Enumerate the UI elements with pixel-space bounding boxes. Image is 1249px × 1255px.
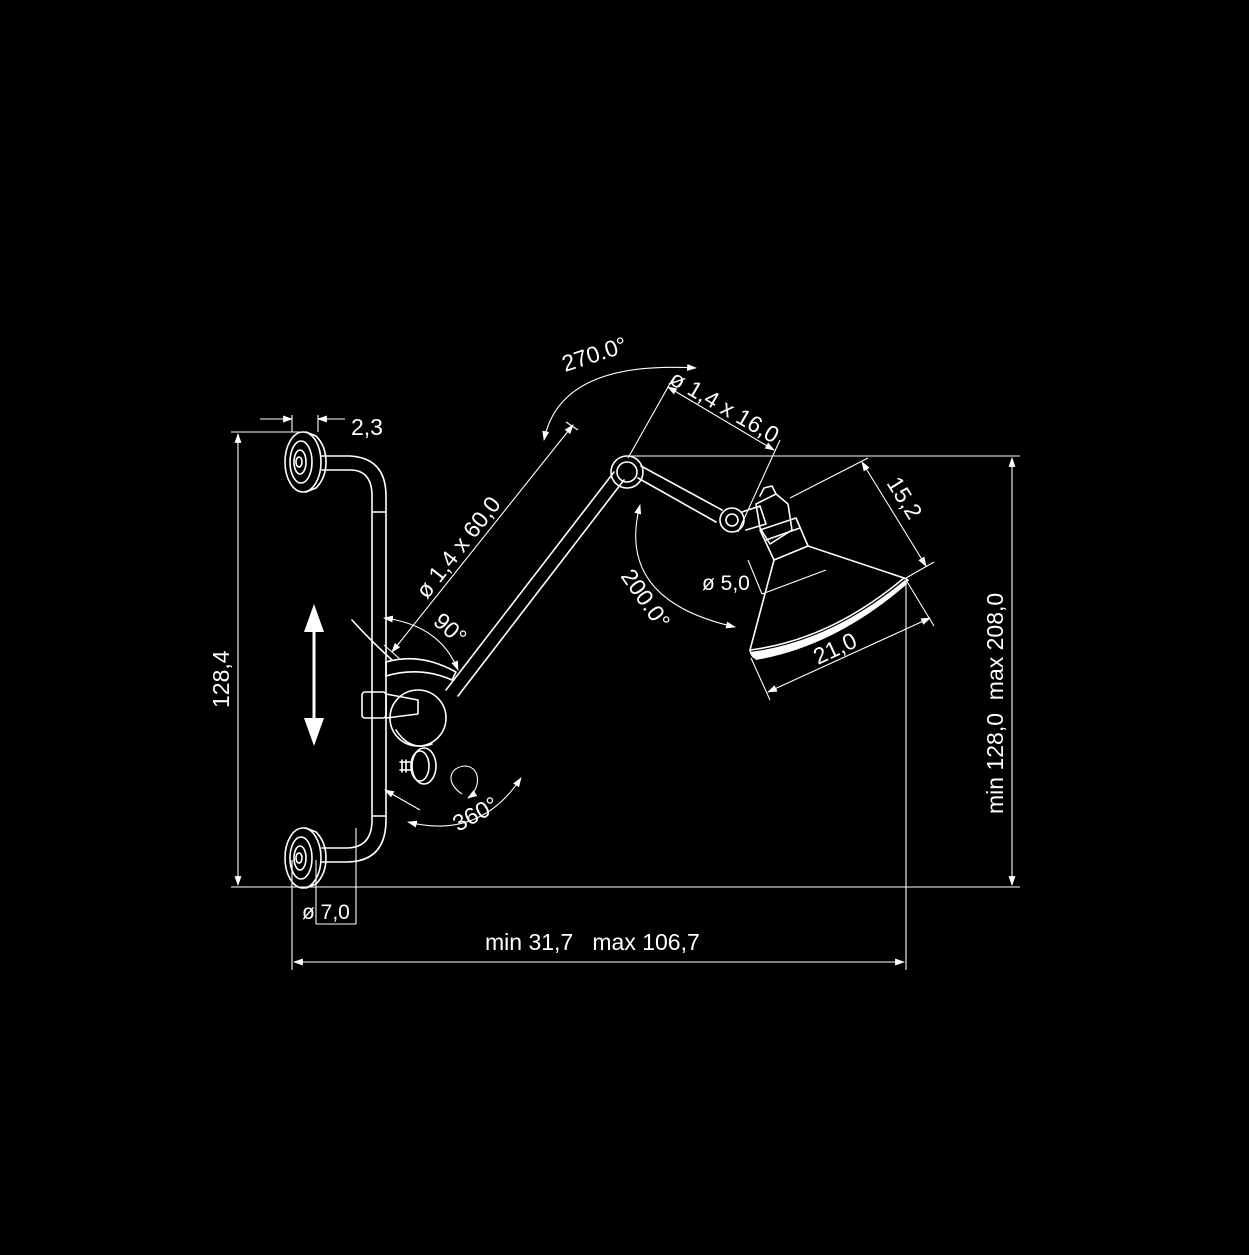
shade-height-label: 15,2	[882, 472, 928, 524]
rail-clamp	[351, 619, 457, 747]
socket-diameter-label: ø 5,0	[702, 572, 750, 595]
total-height-label: 128,4	[208, 650, 234, 708]
top-wall-mount	[284, 431, 327, 493]
lower-arm	[445, 471, 625, 697]
upper-arm	[637, 465, 723, 523]
adjustment-knob	[399, 747, 437, 785]
shade-width-label: 21,0	[809, 627, 861, 669]
width-range-label: min 31,7 max 106,7	[485, 929, 700, 955]
top-joint	[610, 455, 644, 489]
arm-tilt-angle-label: 90°	[429, 607, 472, 650]
angle-arrows	[383, 364, 736, 828]
shade-joint	[719, 505, 767, 533]
dimension-lines	[231, 379, 1020, 970]
base-diameter-label: ø 7,0	[302, 901, 350, 924]
top-joint-angle-label: 270.0°	[559, 331, 631, 376]
upper-arm-label: ø 1,4 x 16,0	[666, 365, 784, 448]
vertical-rail	[321, 455, 387, 863]
slide-double-arrow	[304, 604, 324, 746]
lower-arm-label: ø 1,4 x 60,0	[410, 491, 505, 603]
height-range-label: min 128,0 max 208,0	[982, 593, 1008, 814]
rotation-angle-label: 360°	[448, 791, 502, 836]
mount-offset-label: 2,3	[351, 414, 383, 440]
bottom-wall-mount	[284, 827, 327, 889]
lamp-shade	[749, 485, 909, 660]
